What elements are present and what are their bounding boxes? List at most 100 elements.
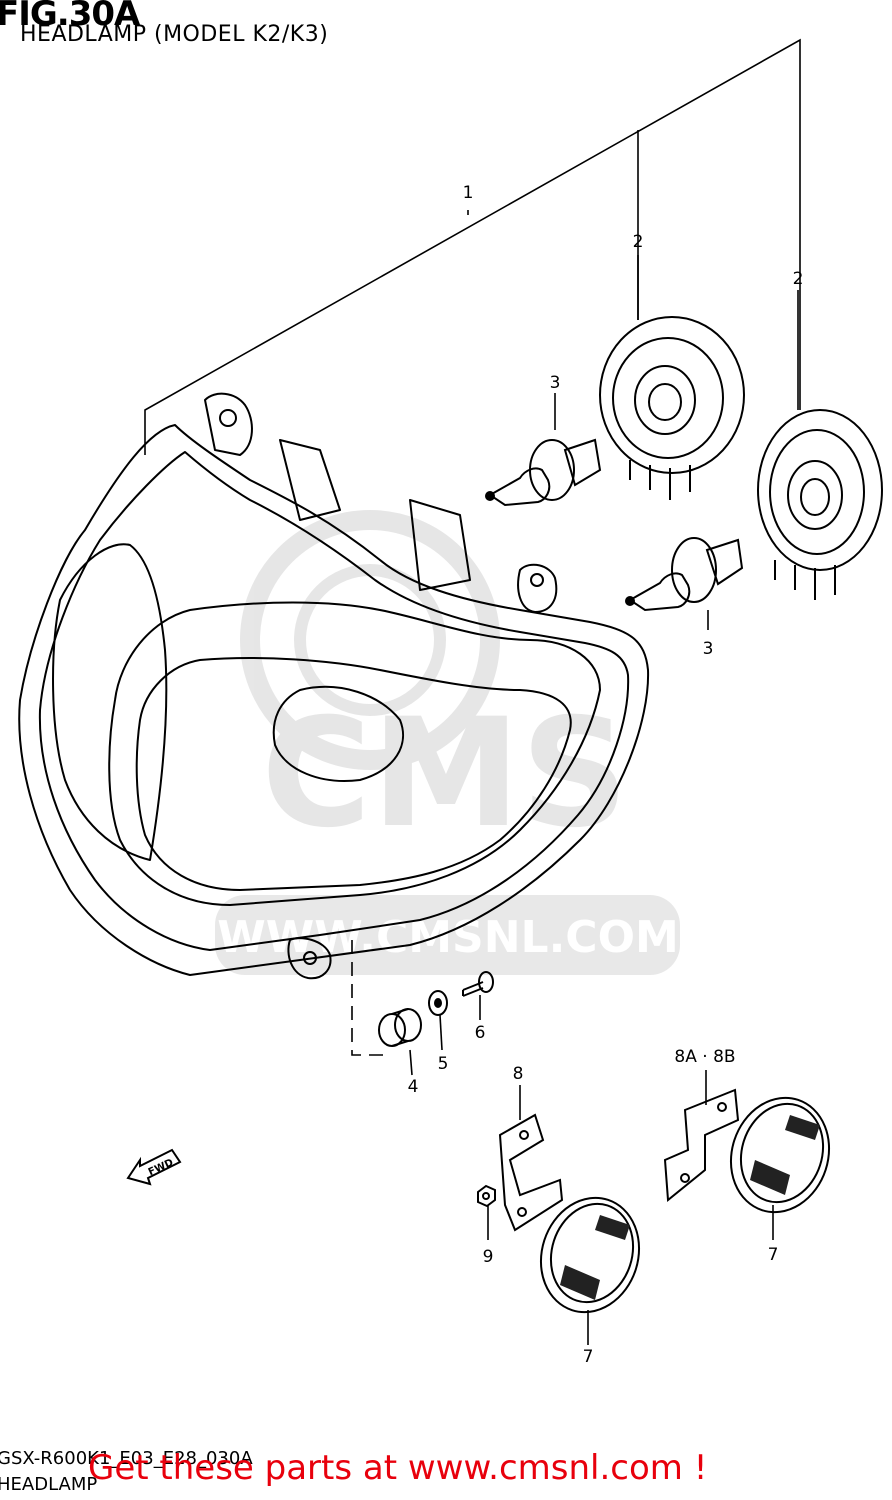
washer (428, 990, 448, 1016)
reflector-upper (729, 1096, 831, 1214)
bracket-8ab-body (663, 1088, 740, 1202)
callout-8: 8 (513, 1064, 524, 1084)
bulb-1-flange (529, 439, 575, 501)
grommet-back (394, 1008, 422, 1042)
reflector-upper-face (739, 1102, 825, 1204)
bulb-1-glass (488, 467, 551, 507)
headlamp-center-bracket (409, 499, 471, 591)
reflector-upper-prism-top (785, 1115, 820, 1140)
socket-1-terminals (629, 460, 691, 500)
leader-part-4 (351, 940, 385, 1056)
figure-title: HEADLAMP (MODEL K2/K3) (20, 22, 329, 47)
watermark: CMS WWW.CMSNL.COM (215, 510, 680, 975)
nut (477, 1184, 496, 1208)
headlamp-assembly (18, 392, 650, 980)
headlamp-upper-bracket (279, 439, 341, 521)
bulb-2-base (705, 538, 744, 586)
headlamp-side-reflector (52, 543, 168, 861)
bracket-8-hole-bottom (517, 1207, 527, 1217)
bracket-8ab (663, 1088, 740, 1202)
leader-part-4-tick (409, 1049, 413, 1076)
socket-2-ring (769, 429, 865, 555)
bulb-1-base (563, 438, 602, 487)
bulb-socket-1 (599, 316, 745, 500)
bracket-8ab-hole-top (717, 1102, 727, 1112)
reflector-lower (539, 1196, 641, 1314)
callout-3a: 3 (550, 373, 561, 393)
headlamp-housing (18, 424, 650, 976)
reflector-lower-prism-top (595, 1215, 630, 1240)
reflector-upper-prism-bottom (750, 1160, 790, 1195)
watermark-emblem (240, 510, 500, 770)
bulb-2 (625, 537, 744, 612)
headlamp-mount-hole-right (530, 573, 544, 587)
watermark-brand: CMS (261, 687, 628, 861)
socket-1-outer (599, 316, 745, 474)
socket-2-outer (757, 409, 883, 571)
callout-3b: 3 (703, 639, 714, 659)
watermark-url: WWW.CMSNL.COM (217, 912, 679, 963)
callout-9: 9 (483, 1247, 494, 1267)
grommet (378, 1008, 422, 1047)
reflector-upper-rim (729, 1096, 831, 1214)
socket-2-center (800, 478, 830, 516)
callout-4: 4 (408, 1077, 419, 1097)
headlamp-mount-hole-left (219, 409, 237, 427)
model-code: GSX-R600K1_E03_E28_030A (0, 1448, 253, 1469)
screw (462, 971, 494, 997)
headlamp-mount-tab-left (204, 392, 253, 456)
bulb-1-tip (485, 491, 495, 501)
watermark-emblem-inner (294, 564, 446, 716)
direction-arrow: FWD (126, 1148, 182, 1186)
grommet-front (378, 1013, 406, 1047)
leader-part-1-bracket (144, 38, 801, 455)
callout-5: 5 (438, 1054, 449, 1074)
headlamp-mount-tab-right (517, 563, 558, 613)
socket-1-ring (612, 337, 724, 459)
callout-8a-8b: 8A · 8B (674, 1047, 735, 1067)
fwd-arrow-icon (126, 1148, 182, 1186)
washer-outer (428, 990, 448, 1016)
callout-1: 1 (463, 183, 474, 203)
leader-part-5 (439, 1014, 443, 1051)
leader-lines (144, 38, 801, 1345)
headlamp-bulb-well (272, 685, 405, 782)
reflector-lower-rim (539, 1196, 641, 1314)
callout-7a: 7 (768, 1245, 779, 1265)
bracket-8 (498, 1113, 564, 1232)
callouts: 1 2 2 3 3 4 5 6 7 7 8 8A · 8B 9 (408, 183, 804, 1367)
headlamp-lens (135, 657, 572, 891)
headlamp-lower-hole (303, 951, 317, 965)
group-name: HEADLAMP (0, 1474, 98, 1495)
callout-6: 6 (475, 1023, 486, 1043)
bulb-2-flange (671, 537, 717, 603)
reflector-lower-prism-bottom (560, 1265, 600, 1300)
bulb-socket-2 (757, 409, 883, 600)
socket-2-inner (787, 460, 843, 530)
cta-link[interactable]: Get these parts at www.cmsnl.com ! (88, 1448, 708, 1488)
bracket-8-body (498, 1113, 564, 1232)
headlamp-rim (38, 451, 630, 951)
nut-body (477, 1184, 496, 1208)
socket-1-center (648, 383, 682, 421)
grommet-body (391, 1008, 409, 1047)
bracket-8ab-hole-bottom (680, 1173, 690, 1183)
nut-hole (482, 1192, 490, 1200)
headlamp-lens-frame (108, 601, 601, 906)
socket-1-inner (634, 365, 696, 435)
callout-2b: 2 (793, 269, 804, 289)
screw-shank (462, 981, 484, 997)
figure-number: FIG.30A (0, 0, 140, 34)
callout-2a: 2 (633, 232, 644, 252)
bulb-2-glass (628, 572, 691, 612)
bulb-1 (485, 438, 602, 507)
callout-7b: 7 (583, 1347, 594, 1367)
bulb-2-tip (625, 596, 635, 606)
reflector-lower-face (549, 1202, 635, 1304)
screw-head (478, 971, 494, 993)
bracket-8-hole-top (519, 1130, 529, 1140)
socket-2-terminals (774, 560, 836, 600)
washer-hole (434, 998, 442, 1008)
